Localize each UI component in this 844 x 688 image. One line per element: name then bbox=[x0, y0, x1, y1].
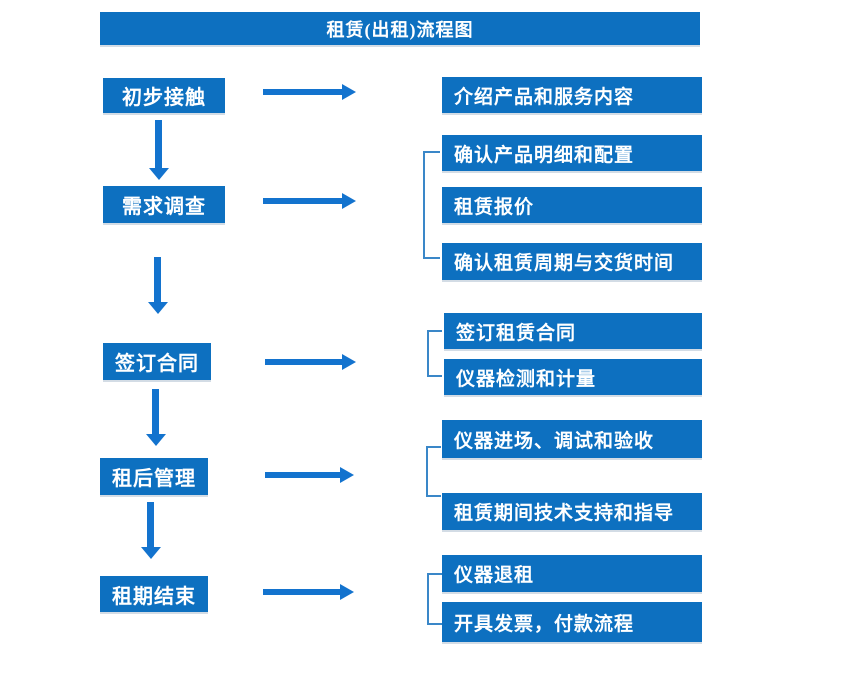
arrow-right-stem bbox=[265, 359, 343, 365]
detail-instrument-testing-metering: 仪器检测和计量 bbox=[444, 359, 702, 395]
arrow-right-icon-3 bbox=[265, 354, 356, 370]
detail-instrument-return: 仪器退租 bbox=[442, 555, 702, 592]
flowchart-title: 租赁(出租)流程图 bbox=[100, 12, 700, 45]
arrow-down-icon-2 bbox=[148, 257, 168, 314]
arrow-down-head bbox=[141, 547, 161, 559]
bracket-group-post-rental bbox=[426, 446, 441, 497]
arrow-down-icon-4 bbox=[141, 502, 161, 559]
arrow-right-head bbox=[340, 584, 354, 600]
arrow-right-icon-2 bbox=[263, 193, 356, 209]
detail-confirm-product-config: 确认产品明细和配置 bbox=[442, 135, 702, 171]
arrow-down-stem bbox=[155, 120, 162, 169]
detail-invoice-payment-process: 开具发票，付款流程 bbox=[442, 602, 702, 642]
detail-instrument-entry-acceptance: 仪器进场、调试和验收 bbox=[442, 420, 702, 458]
arrow-down-head bbox=[146, 434, 166, 446]
detail-confirm-period-delivery: 确认租赁周期与交货时间 bbox=[442, 243, 702, 280]
arrow-down-stem bbox=[154, 257, 161, 303]
step-post-rental-management: 租后管理 bbox=[100, 458, 208, 495]
bracket-group-sign-contract bbox=[427, 330, 442, 377]
step-sign-contract: 签订合同 bbox=[103, 343, 211, 380]
arrow-right-head bbox=[342, 84, 356, 100]
arrow-right-icon-4 bbox=[265, 467, 354, 483]
detail-sign-rental-contract: 签订租赁合同 bbox=[444, 313, 702, 349]
arrow-right-head bbox=[340, 467, 354, 483]
arrow-down-icon-1 bbox=[149, 120, 169, 180]
detail-rental-quote: 租赁报价 bbox=[442, 187, 702, 223]
detail-rental-tech-support: 租赁期间技术支持和指导 bbox=[442, 493, 702, 530]
step-initial-contact: 初步接触 bbox=[103, 78, 225, 113]
arrow-down-stem bbox=[152, 389, 159, 435]
arrow-right-icon-1 bbox=[263, 84, 356, 100]
arrow-down-head bbox=[149, 168, 169, 180]
arrow-right-stem bbox=[265, 472, 341, 478]
arrow-down-icon-3 bbox=[146, 389, 166, 446]
detail-intro-products-services: 介绍产品和服务内容 bbox=[442, 77, 702, 113]
arrow-right-stem bbox=[263, 89, 343, 95]
arrow-down-head bbox=[148, 302, 168, 314]
arrow-right-stem bbox=[263, 589, 341, 595]
arrow-right-icon-5 bbox=[263, 584, 354, 600]
arrow-right-head bbox=[342, 354, 356, 370]
arrow-down-stem bbox=[147, 502, 154, 548]
arrow-right-stem bbox=[263, 198, 343, 204]
step-rental-end: 租期结束 bbox=[100, 576, 208, 612]
arrow-right-head bbox=[342, 193, 356, 209]
bracket-group-rental-end bbox=[427, 573, 442, 625]
step-demand-survey: 需求调查 bbox=[103, 186, 225, 223]
bracket-group-demand-survey bbox=[423, 151, 440, 259]
